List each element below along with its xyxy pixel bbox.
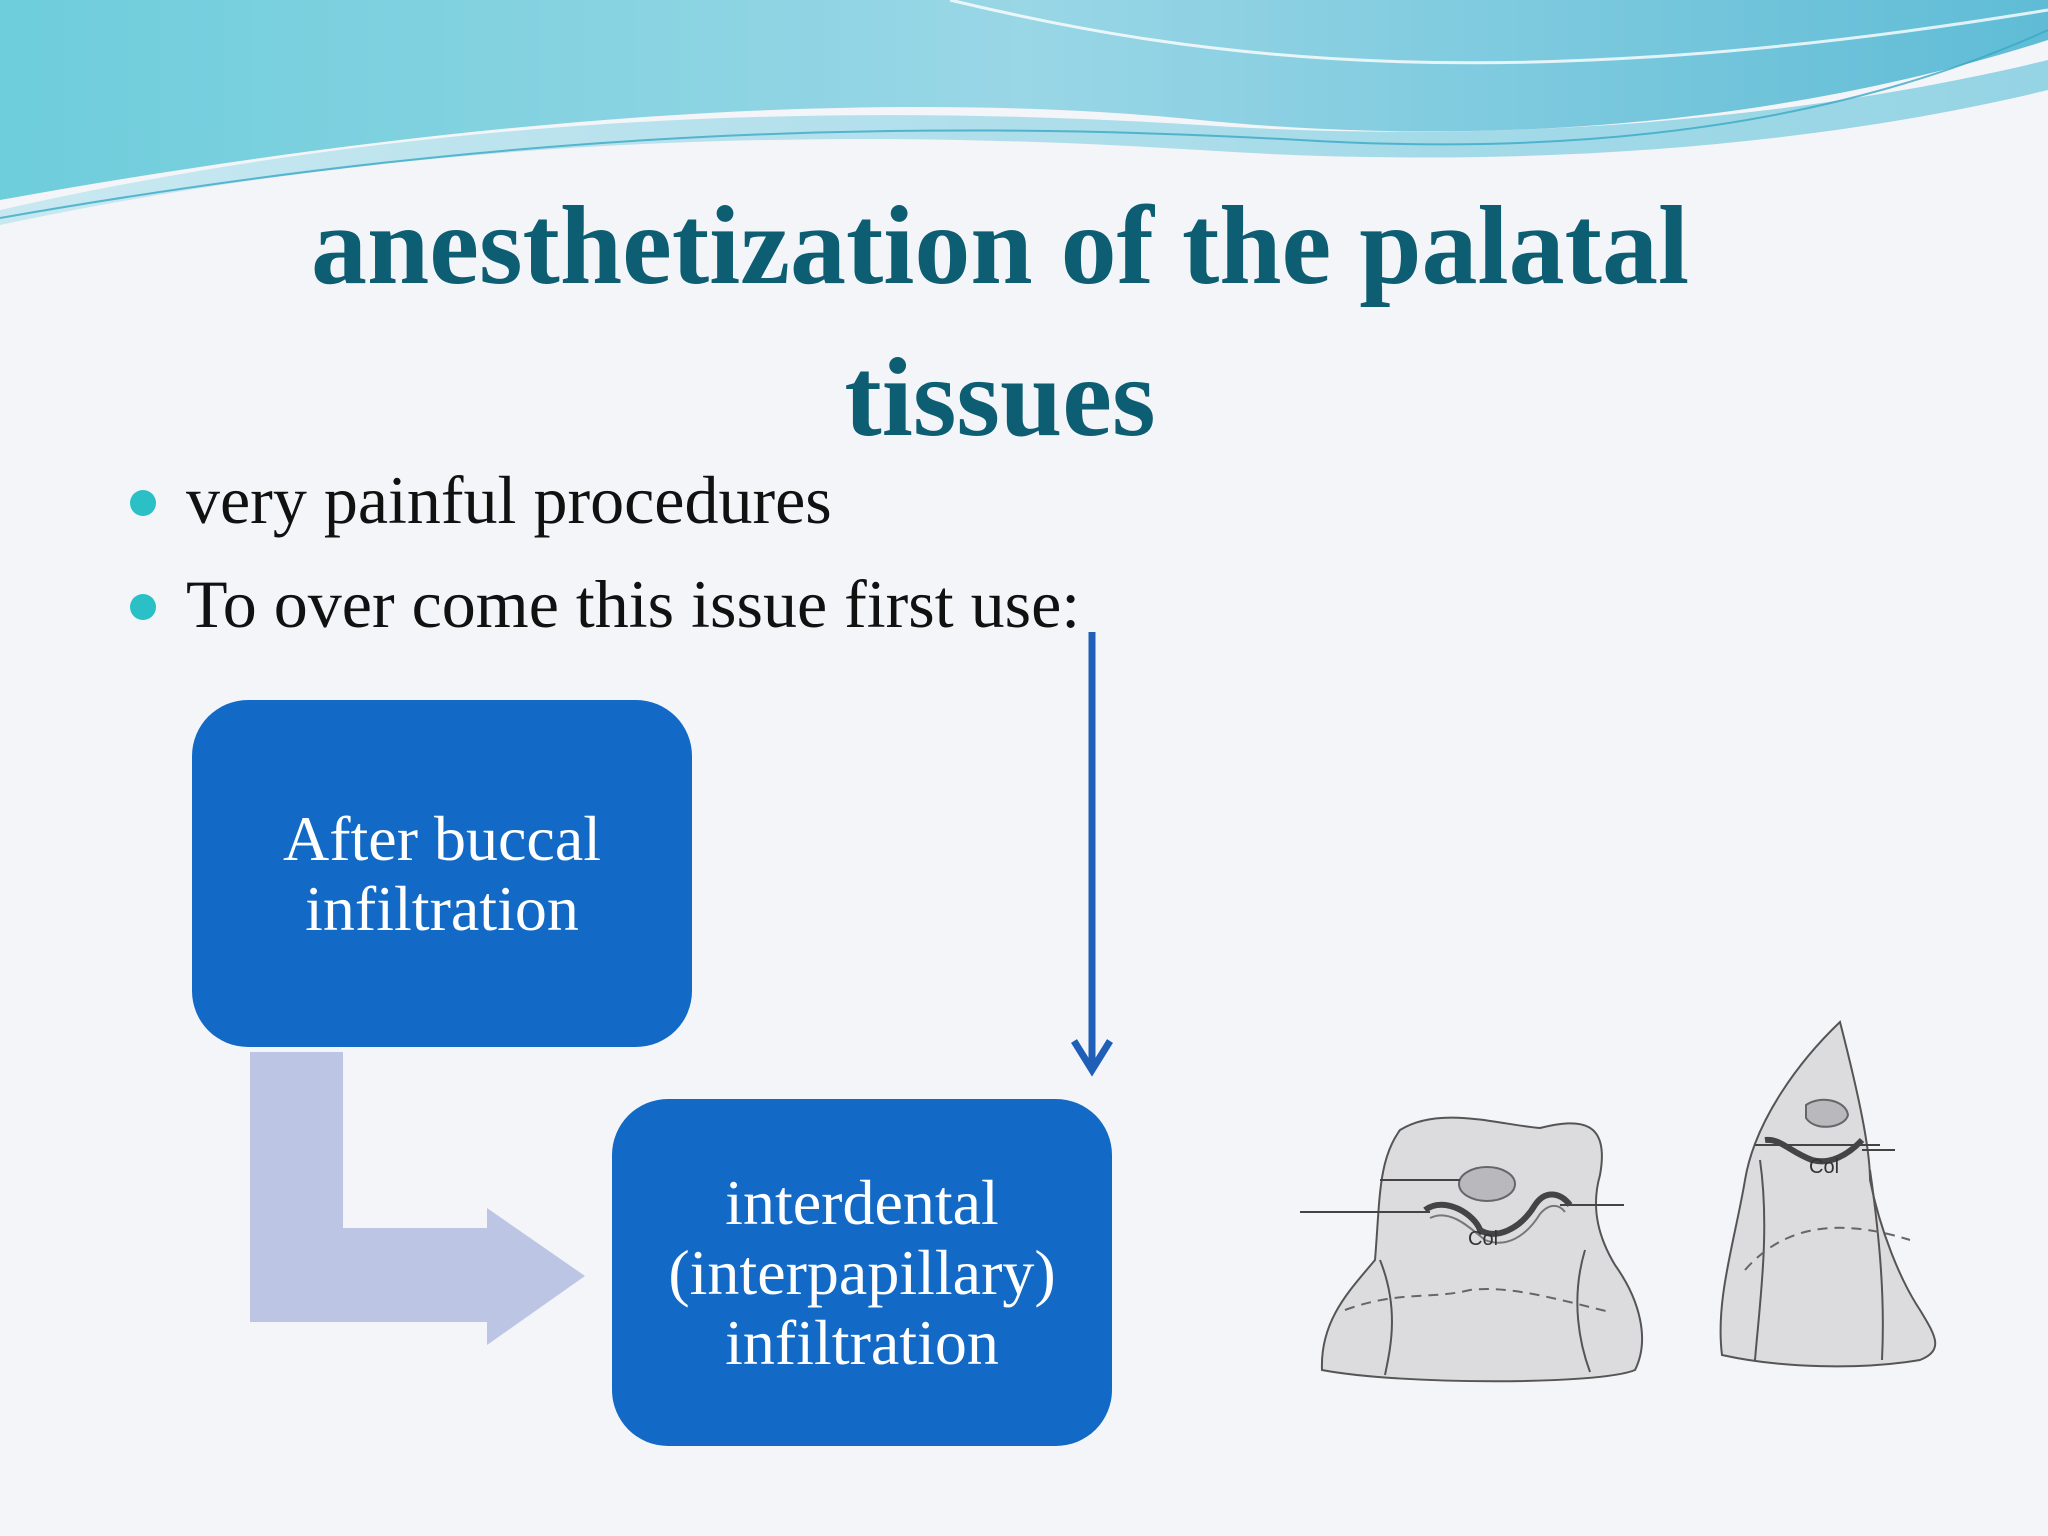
col-label-right: Col <box>1809 1156 1839 1178</box>
bullet-list: very painful procedures To over come thi… <box>128 448 1328 656</box>
molar-tooth-illustration: Col <box>1300 1116 1643 1383</box>
bullet-dot-icon <box>130 490 156 516</box>
flow-step-buccal-infiltration: After buccal infiltration <box>192 700 692 1047</box>
down-arrow-icon <box>1071 632 1113 1077</box>
bullet-text: very painful procedures <box>186 462 832 538</box>
slide-title: anesthetization of the palatal tissues <box>310 184 1690 460</box>
col-label-left: Col <box>1468 1228 1498 1250</box>
flow-step-label: After buccal infiltration <box>282 802 602 944</box>
header-wave-decoration <box>0 0 2048 225</box>
bullet-text: To over come this issue first use: <box>186 566 1081 642</box>
bullet-item: very painful procedures <box>128 448 1328 552</box>
bullet-item: To over come this issue first use: <box>128 552 1328 656</box>
incisor-tooth-illustration: Col <box>1719 1020 1937 1368</box>
flow-step-interdental-infiltration: interdental (interpapillary) infiltratio… <box>612 1099 1112 1446</box>
flow-step-label: interdental (interpapillary) infiltratio… <box>668 1166 1056 1378</box>
bullet-dot-icon <box>130 594 156 620</box>
bent-connector-arrow-icon <box>250 1052 585 1345</box>
